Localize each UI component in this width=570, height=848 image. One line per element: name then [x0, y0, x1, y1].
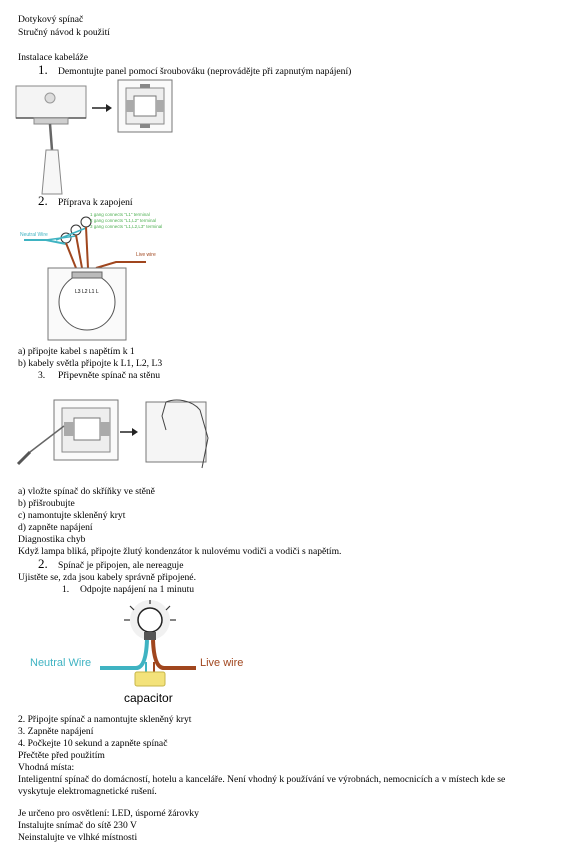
gang3-note: 3 gang connects "L1,L2,L3" terminal	[90, 224, 163, 229]
step3-number: 3.	[38, 370, 46, 381]
intel-line-1: Inteligentní spínač do domácností, hotel…	[18, 774, 506, 785]
remove-panel-figure	[15, 79, 173, 195]
screwdriver-shaft	[29, 425, 65, 453]
step2-number: 2.	[38, 193, 48, 208]
step1-number: 1.	[38, 62, 48, 77]
cap-live-label: Live wire	[200, 657, 244, 669]
sub1-text: Odpojte napájení na 1 minutu	[80, 584, 195, 595]
capacitor-label: capacitor	[124, 691, 173, 705]
mount-line-a: a) vložte spínač do skříňky ve stěně	[18, 486, 155, 497]
humid-line: Neinstalujte ve vlhké místnosti	[18, 832, 138, 843]
gang2-note: 2 gang connects "L1,L2" terminal	[90, 218, 156, 223]
diag-heading: Diagnostika chyb	[18, 534, 86, 545]
problem2-text: Spínač je připojen, ale nereaguje	[58, 560, 184, 571]
prep-line-b: b) kabely světla připojte k L1, L2, L3	[18, 358, 163, 369]
after-line-2: 2. Připojte spínač a namontujte skleněný…	[18, 714, 192, 725]
neutral-wire	[100, 639, 149, 670]
capacitor-figure	[100, 600, 196, 687]
wiring-neutral-label: Neutral Wire	[20, 232, 48, 238]
capacitor-icon	[134, 671, 166, 687]
mount-line-c: c) namontujte skleněný kryt	[18, 510, 126, 521]
use-line: Je určeno pro osvětlení: LED, úsporné žá…	[18, 808, 199, 819]
terminal-labels: L3 L2 L1 L	[75, 289, 99, 295]
screwdriver-handle	[16, 450, 32, 466]
problem2-number: 2.	[38, 556, 48, 571]
doc-subtitle: Stručný návod k použití	[18, 27, 110, 38]
arrow-right-icon	[132, 428, 138, 436]
after-line-4: 4. Počkejte 10 sekund a zapněte spínač	[18, 738, 168, 749]
install-line: Instalujte snímač do sítě 230 V	[18, 820, 137, 831]
mount-figure	[16, 399, 209, 469]
section-install: Instalace kabeláže	[18, 52, 89, 63]
doc-title: Dotykový spínač	[18, 14, 84, 25]
sub1-number: 1.	[62, 584, 70, 595]
diag-text: Když lampa bliká, připojte žlutý kondenz…	[18, 546, 342, 557]
screwdriver-shaft	[48, 123, 54, 151]
mount-line-d: d) zapněte napájení	[18, 522, 93, 533]
wiring-figure	[24, 216, 146, 341]
suitable-places: Vhodná místa:	[18, 762, 75, 773]
step2-text: Příprava k zapojení	[58, 197, 133, 208]
cap-neutral-label: Neutral Wire	[30, 657, 92, 669]
live-wire	[151, 639, 196, 670]
bulb-base	[144, 632, 156, 640]
after-line-3: 3. Zapněte napájení	[18, 726, 94, 737]
hand-icon	[165, 399, 209, 469]
step1-text: Demontujte panel pomocí šroubováku (nepr…	[58, 66, 352, 77]
mount-line-b: b) přišroubujte	[18, 498, 75, 509]
check-text: Ujistěte se, zda jsou kabely správně při…	[18, 572, 196, 583]
gang1-note: 1 gang connects "L1" terminal	[90, 212, 150, 217]
intel-line-2: vyskytuje elektromagnetické rušení.	[18, 786, 157, 797]
screwdriver-handle	[41, 149, 63, 195]
switch-glass-panel	[145, 401, 207, 463]
prep-line-a: a) připojte kabel s napětím k 1	[18, 346, 135, 357]
switch-base	[33, 117, 69, 125]
bulb-icon	[137, 607, 163, 633]
step3-text: Připevněte spínač na stěnu	[58, 370, 161, 381]
read-before-use: Přečtěte před použitím	[18, 750, 105, 761]
touch-button	[44, 92, 56, 104]
arrow-right-icon	[106, 104, 112, 112]
wiring-live-label: Live wire	[136, 252, 156, 258]
